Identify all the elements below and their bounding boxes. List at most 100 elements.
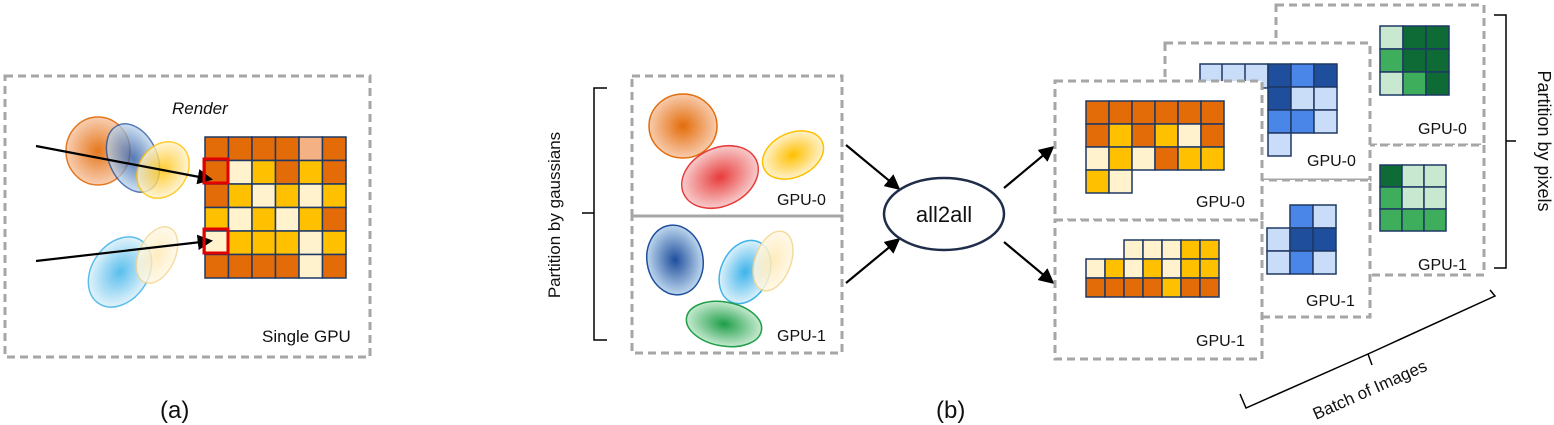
partition-gaussians-label: Partition by gaussians: [545, 132, 564, 298]
front-gpu1-label: GPU-1: [1196, 333, 1245, 350]
pixel-cell: [1267, 109, 1292, 134]
pixel-cell: [1289, 227, 1314, 252]
pixel-cell: [321, 206, 347, 232]
pixel-cell: [1290, 63, 1315, 88]
pixel-cell: [227, 159, 253, 185]
pixel-cell: [274, 253, 300, 279]
pixel-cell: [1425, 25, 1450, 50]
gaussian-box-gpu1: [630, 214, 844, 355]
front-gpu0-label: GPU-0: [1196, 194, 1245, 211]
pixel-cell: [1312, 227, 1337, 252]
pixel-cell: [251, 230, 277, 256]
blue-gaussian-gpu1: [646, 224, 704, 296]
back-grid-gpu0: [1379, 25, 1450, 96]
pixel-cell: [298, 230, 324, 256]
all2all-label: all2all: [916, 202, 972, 227]
highlight-pixel-top: [202, 157, 230, 185]
pixel-cell: [1180, 258, 1201, 279]
pixel-cell: [298, 183, 324, 209]
yellow-gaussian-gpu0: [761, 130, 825, 180]
pixel-cell: [1199, 277, 1220, 298]
pixel-cell: [1266, 227, 1291, 252]
pixel-cell: [227, 206, 253, 232]
pixel-cell: [1154, 146, 1179, 171]
pixel-cell: [1199, 258, 1220, 279]
pixel-cell: [1177, 123, 1202, 148]
pixel-cell: [1142, 277, 1163, 298]
pixel-cell: [1108, 146, 1133, 171]
pixel-cell: [204, 159, 230, 185]
pixel-cell: [298, 253, 324, 279]
pixel-cell: [1379, 208, 1403, 232]
pixel-cell: [1161, 258, 1182, 279]
pixel-cell: [204, 206, 230, 232]
back-grid-gpu1: [1379, 164, 1447, 232]
pixel-cell: [1401, 186, 1425, 210]
pixel-cell: [251, 206, 277, 232]
pixel-cell: [1402, 25, 1427, 50]
pixel-cell: [274, 230, 300, 256]
pixel-cell: [298, 206, 324, 232]
single-gpu-label: Single GPU: [262, 327, 351, 346]
pixel-cell: [1379, 48, 1404, 73]
partition-pixels-label: Partition by pixels: [1534, 70, 1554, 211]
cyan-gaussian: [87, 236, 153, 308]
highlight-pixel-bottom: [202, 227, 230, 255]
pixel-cell: [298, 136, 324, 162]
pixel-cell: [1177, 100, 1202, 125]
pixel-cell: [1104, 277, 1125, 298]
pixel-cell: [1085, 258, 1106, 279]
pixel-cell: [1289, 204, 1314, 229]
mid-gpu1-label: GPU-1: [1306, 293, 1355, 310]
pixel-cell: [1402, 48, 1427, 73]
pixel-cell: [1123, 239, 1144, 260]
gpu1-label-gaussians: GPU-1: [777, 328, 826, 345]
all2all-node: [882, 176, 1006, 252]
pixel-cell: [1312, 250, 1337, 275]
pixel-cell: [1402, 71, 1427, 96]
pixel-cell: [227, 183, 253, 209]
batch-brace: [1239, 289, 1497, 409]
pixel-cell: [204, 136, 230, 162]
pixel-cell: [1200, 123, 1225, 148]
pixel-cell: [1425, 48, 1450, 73]
pixel-cell: [298, 159, 324, 185]
pixel-cell: [1108, 123, 1133, 148]
pixel-cell: [1085, 277, 1106, 298]
pixel-cell: [204, 183, 230, 209]
pixel-cell: [1290, 109, 1315, 134]
pixel-cell: [1085, 123, 1110, 148]
pale-gaussian-gpu1: [752, 230, 794, 292]
pixel-cell: [1104, 258, 1125, 279]
pixel-cell: [1123, 258, 1144, 279]
front-grid-gpu1: [1085, 239, 1220, 298]
pixel-cell: [204, 253, 230, 279]
ray-top: [35, 144, 214, 185]
pixel-cell: [1423, 186, 1447, 210]
back-gpu0-label: GPU-0: [1418, 121, 1467, 138]
ray-bottom: [35, 234, 214, 263]
pixel-cell: [321, 136, 347, 162]
pixel-cell: [204, 230, 230, 256]
pale-gaussian: [135, 226, 179, 284]
pixel-cell: [1154, 123, 1179, 148]
green-gaussian-gpu1: [685, 300, 763, 348]
batch-of-images-label: Batch of Images: [1310, 356, 1430, 423]
pixel-cell: [227, 136, 253, 162]
panel-b: Partition by gaussians GPU-0 GPU-1 all2a…: [545, 3, 1554, 424]
pixel-cell: [1423, 164, 1447, 188]
pixel-cell: [227, 253, 253, 279]
arrow-gpu0-to-all2all: [845, 144, 901, 190]
pixel-cell: [1312, 204, 1337, 229]
mid-grid-gpu0: [1267, 63, 1338, 157]
pixel-cell: [1200, 100, 1225, 125]
pixel-cell: [1161, 277, 1182, 298]
left-brace: [582, 87, 607, 341]
pixel-cell: [1266, 250, 1291, 275]
pixel-cell: [1131, 123, 1156, 148]
arrow-all2all-to-gpu1: [1003, 241, 1055, 284]
pixel-cell: [1423, 208, 1447, 232]
front-grid-gpu0: [1085, 100, 1225, 194]
pixel-cell: [1154, 100, 1179, 125]
